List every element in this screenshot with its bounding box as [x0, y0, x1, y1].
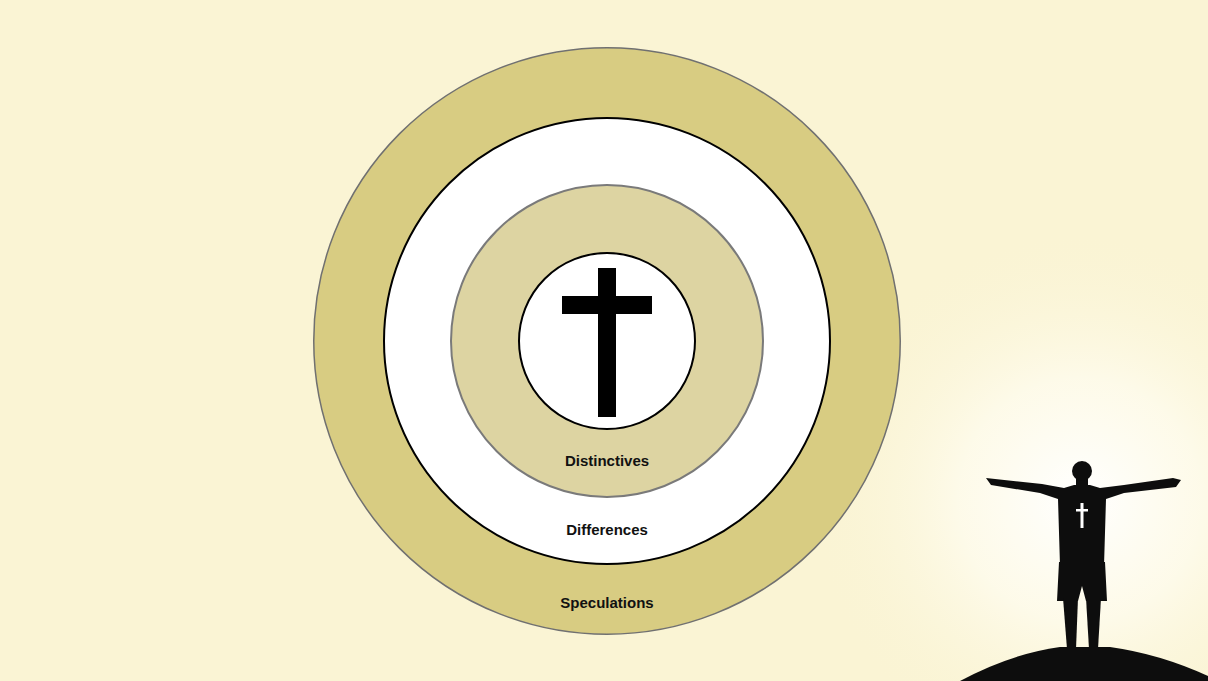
- ring-circle: [384, 118, 830, 564]
- cross-horizontal: [562, 296, 652, 314]
- center-cross: [519, 253, 695, 429]
- ring-label: Speculations: [560, 594, 653, 612]
- cross-vertical: [598, 268, 616, 417]
- shirt-cross-horizontal: [1076, 509, 1088, 512]
- hill: [960, 647, 1208, 681]
- person-silhouette: [960, 461, 1208, 681]
- right-leg: [1086, 598, 1101, 649]
- shirt-cross-vertical: [1081, 503, 1084, 528]
- ring-circle: [451, 185, 763, 497]
- torso-arms: [986, 478, 1181, 566]
- ring-circle: [314, 48, 901, 635]
- center-circle: [519, 253, 695, 429]
- head: [1072, 461, 1092, 481]
- left-leg: [1063, 598, 1078, 649]
- ring-label: Differences: [566, 521, 648, 539]
- ring-label: Distinctives: [565, 452, 649, 470]
- shorts: [1057, 562, 1107, 601]
